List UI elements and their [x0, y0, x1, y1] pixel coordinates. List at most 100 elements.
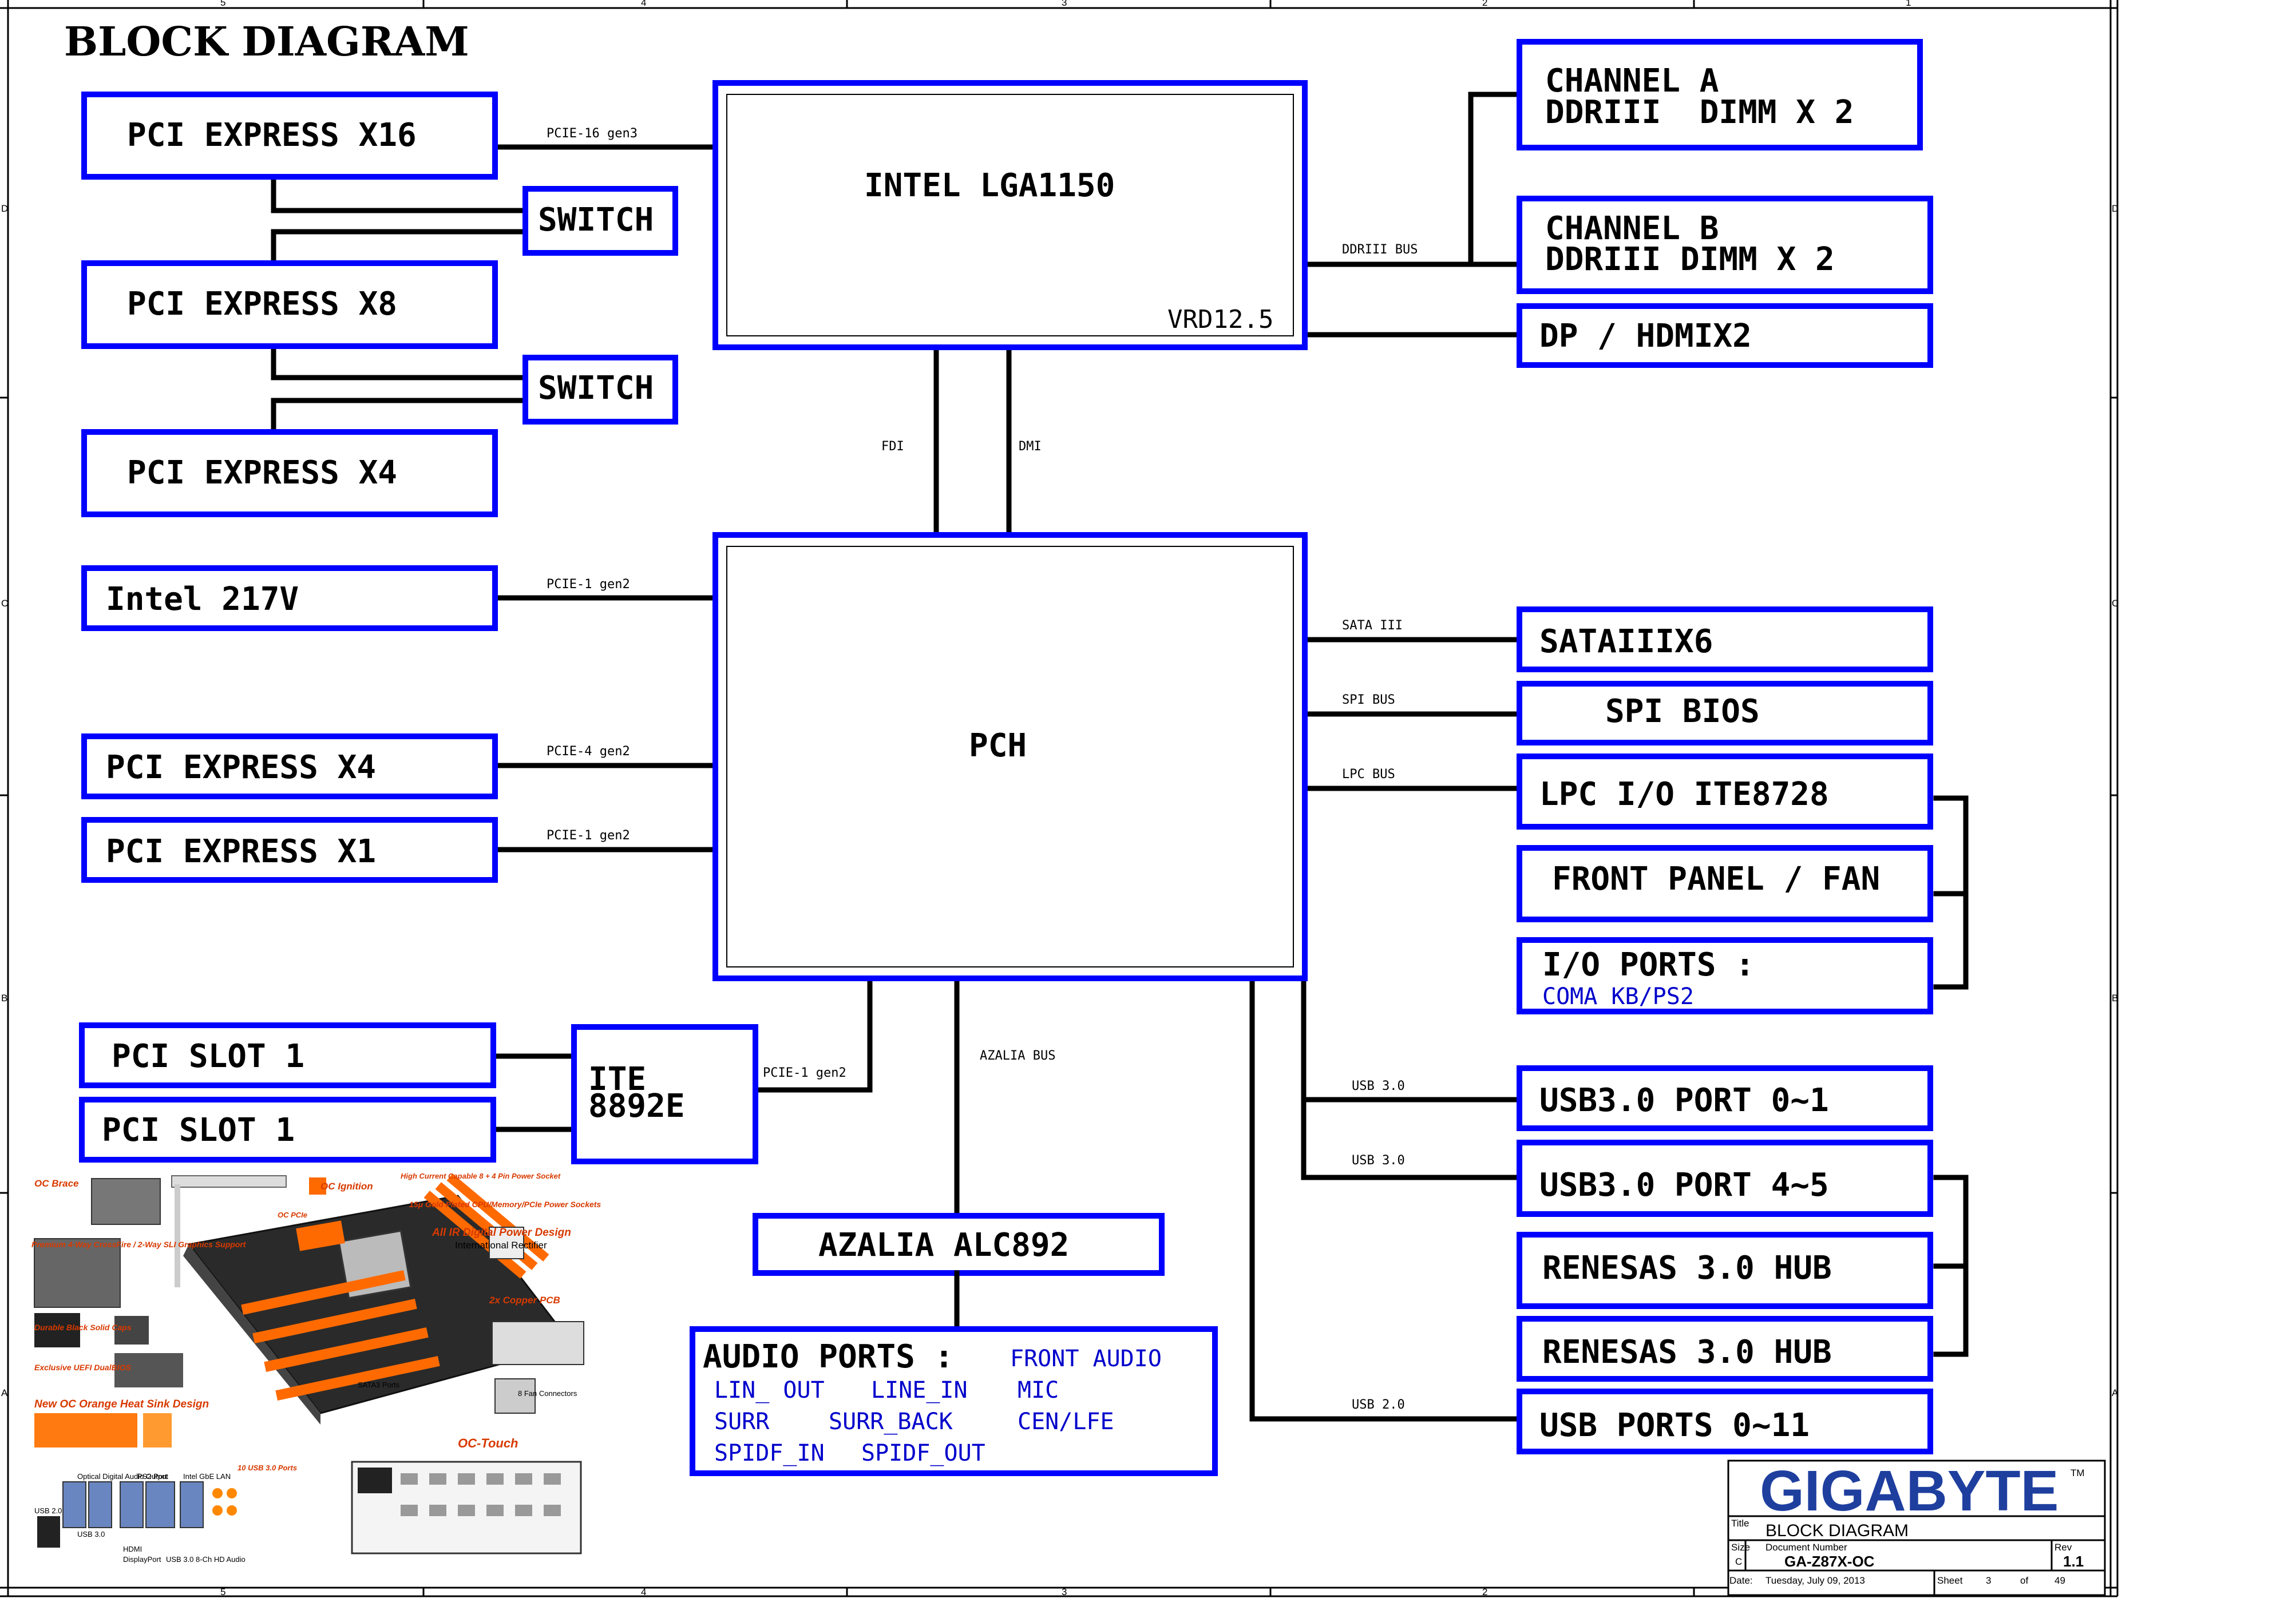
- promo-caption: OC Ignition: [320, 1181, 373, 1192]
- docnum-value: GA-Z87X-OC: [1784, 1553, 1875, 1570]
- bus-label: USB 3.0: [1352, 1079, 1405, 1093]
- block-renesas-hub-2: RENESAS 3.0 HUB: [1517, 1316, 1933, 1382]
- promo-caption: Durable Black Solid Caps: [34, 1323, 132, 1332]
- frame-row-label: A: [1, 1387, 8, 1398]
- block-label: I/O PORTS :: [1542, 946, 1755, 983]
- promo-caption: PS2 Port: [137, 1472, 167, 1481]
- block-label: PCI EXPRESS X16: [127, 117, 417, 154]
- drawing-frame: 5 4 3 2 1 5 4 3 2 1 D C B A D C B A: [0, 0, 2119, 1597]
- bus-label: PCIE-1 gen2: [547, 828, 630, 843]
- bus-label: PCIE-1 gen2: [547, 577, 630, 592]
- frame-row-label: C: [2112, 598, 2119, 609]
- bus-labels: PCIE-16 gen3 PCIE-1 gen2 PCIE-4 gen2 PCI…: [547, 126, 1418, 1412]
- block-label: PCI EXPRESS X1: [106, 833, 376, 870]
- block-label: SPI BIOS: [1605, 693, 1760, 730]
- block-label: SWITCH: [538, 201, 654, 239]
- promo-caption: Intel GbE LAN: [183, 1472, 231, 1481]
- bus-label: SPI BUS: [1342, 693, 1395, 707]
- gigabyte-logo: GIGABYTE: [1760, 1459, 2059, 1523]
- frame-col-label: 5: [220, 0, 225, 8]
- frame-row-label: C: [1, 598, 8, 609]
- block-lpc-io: LPC I/O ITE8728: [1517, 754, 1933, 830]
- promo-caption: International Rectifier: [455, 1240, 547, 1251]
- block-spi-bios: SPI BIOS: [1517, 681, 1933, 745]
- promo-caption: HDMI: [123, 1545, 142, 1553]
- block-label: PCI SLOT 1: [112, 1038, 304, 1075]
- promo-caption: All IR Digital Power Design: [432, 1227, 571, 1239]
- block-switch-2: SWITCH: [522, 355, 678, 425]
- promo-caption: SATA3 Ports: [358, 1381, 400, 1389]
- block-label: VRD12.5: [1167, 305, 1273, 334]
- connection-wires: [271, 92, 1969, 1422]
- audio-port-label: SURR: [714, 1409, 770, 1435]
- block-label: AZALIA ALC892: [818, 1227, 1069, 1264]
- frame-col-label: 4: [641, 0, 646, 8]
- block-pch: PCH: [712, 532, 1308, 981]
- bus-label: USB 2.0: [1352, 1398, 1405, 1412]
- block-channel-a: CHANNEL A DDRIII DIMM X 2: [1517, 39, 1923, 150]
- audio-port-label: CEN/LFE: [1018, 1409, 1114, 1435]
- audio-port-label: LINE_IN: [871, 1377, 968, 1403]
- promo-caption: OC-Touch: [458, 1436, 518, 1450]
- promo-caption: 8 Fan Connectors: [518, 1389, 577, 1398]
- block-ite-8892e: ITE 8892E: [571, 1024, 758, 1164]
- block-label: SWITCH: [538, 370, 654, 407]
- block-label: PCI EXPRESS X4: [106, 749, 376, 786]
- promo-caption: 10 USB 3.0 Ports: [237, 1464, 297, 1472]
- bus-label: SATA III: [1342, 618, 1403, 633]
- block-sata: SATAIIIX6: [1517, 606, 1933, 672]
- docnum-label: Document Number: [1765, 1542, 1847, 1553]
- frame-col-label: 4: [641, 1587, 646, 1597]
- promo-caption: 15μ Gold Plated CPU/Memory/PCIe Power So…: [409, 1200, 601, 1209]
- audio-port-label: SURR_BACK: [829, 1409, 953, 1435]
- block-label: AUDIO PORTS :: [703, 1338, 953, 1375]
- block-pcie-x8: PCI EXPRESS X8: [81, 260, 498, 349]
- frame-row-label: D: [2112, 203, 2119, 214]
- block-pcie-x4-top: PCI EXPRESS X4: [81, 429, 498, 517]
- frame-row-label: B: [2112, 993, 2118, 1004]
- block-intel-217v: Intel 217V: [81, 565, 498, 631]
- frame-row-label: D: [1, 203, 8, 214]
- promo-caption: USB 3.0: [77, 1530, 105, 1538]
- frame-col-label: 1: [1906, 0, 1911, 8]
- frame-col-label: 5: [220, 1587, 225, 1597]
- block-label: DP / HDMIX2: [1539, 318, 1752, 355]
- size-label: Size: [1731, 1542, 1750, 1553]
- block-label: SATAIIIX6: [1539, 623, 1713, 660]
- frame-col-label: 3: [1062, 1587, 1067, 1597]
- audio-port-label: MIC: [1018, 1377, 1059, 1403]
- title-block: GIGABYTE TM Title BLOCK DIAGRAM Size C D…: [1727, 1459, 2106, 1596]
- promo-caption: OC Brace: [34, 1178, 78, 1189]
- block-dp-hdmi: DP / HDMIX2: [1517, 303, 1933, 368]
- frame-col-label: 2: [1482, 1587, 1487, 1597]
- promo-caption: Exclusive UEFI DualBIOS: [34, 1363, 131, 1372]
- block-front-panel: FRONT PANEL / FAN: [1517, 845, 1933, 922]
- block-channel-b: CHANNEL B DDRIII DIMM X 2: [1517, 196, 1933, 294]
- block-pcie-x4-bottom: PCI EXPRESS X4: [81, 733, 498, 799]
- block-label: FRONT PANEL / FAN: [1552, 860, 1880, 898]
- block-label: PCI SLOT 1: [102, 1112, 295, 1149]
- audio-port-label: LIN_ OUT: [714, 1377, 825, 1403]
- promo-caption: USB 2.0: [34, 1506, 62, 1515]
- sheet-value: 3: [1986, 1575, 1991, 1586]
- bus-label: DDRIII BUS: [1342, 243, 1418, 257]
- promo-caption: New OC Orange Heat Sink Design: [34, 1398, 209, 1410]
- block-label: INTEL LGA1150: [864, 167, 1115, 204]
- block-label: PCH: [969, 727, 1027, 764]
- promo-caption: 2x Copper PCB: [489, 1295, 560, 1306]
- bus-label: PCIE-4 gen2: [547, 744, 630, 759]
- block-label: 8892E: [588, 1088, 685, 1125]
- bus-label: LPC BUS: [1342, 767, 1395, 782]
- size-value: C: [1735, 1556, 1742, 1567]
- audio-port-label: FRONT AUDIO: [1010, 1346, 1162, 1372]
- frame-row-label: A: [2112, 1387, 2119, 1398]
- block-label: ITE: [588, 1061, 646, 1098]
- block-label: CHANNEL B: [1545, 210, 1719, 247]
- block-label: CHANNEL A: [1545, 62, 1719, 100]
- rev-value: 1.1: [2063, 1553, 2084, 1570]
- block-pcie-x16: PCI EXPRESS X16: [81, 92, 498, 180]
- promo-caption: Premium 4-Way CrossFire / 2-Way SLI Grap…: [31, 1240, 247, 1249]
- title-label: Title: [1731, 1518, 1749, 1529]
- promo-caption: OC PCIe: [278, 1211, 307, 1219]
- block-label: Intel 217V: [106, 581, 299, 618]
